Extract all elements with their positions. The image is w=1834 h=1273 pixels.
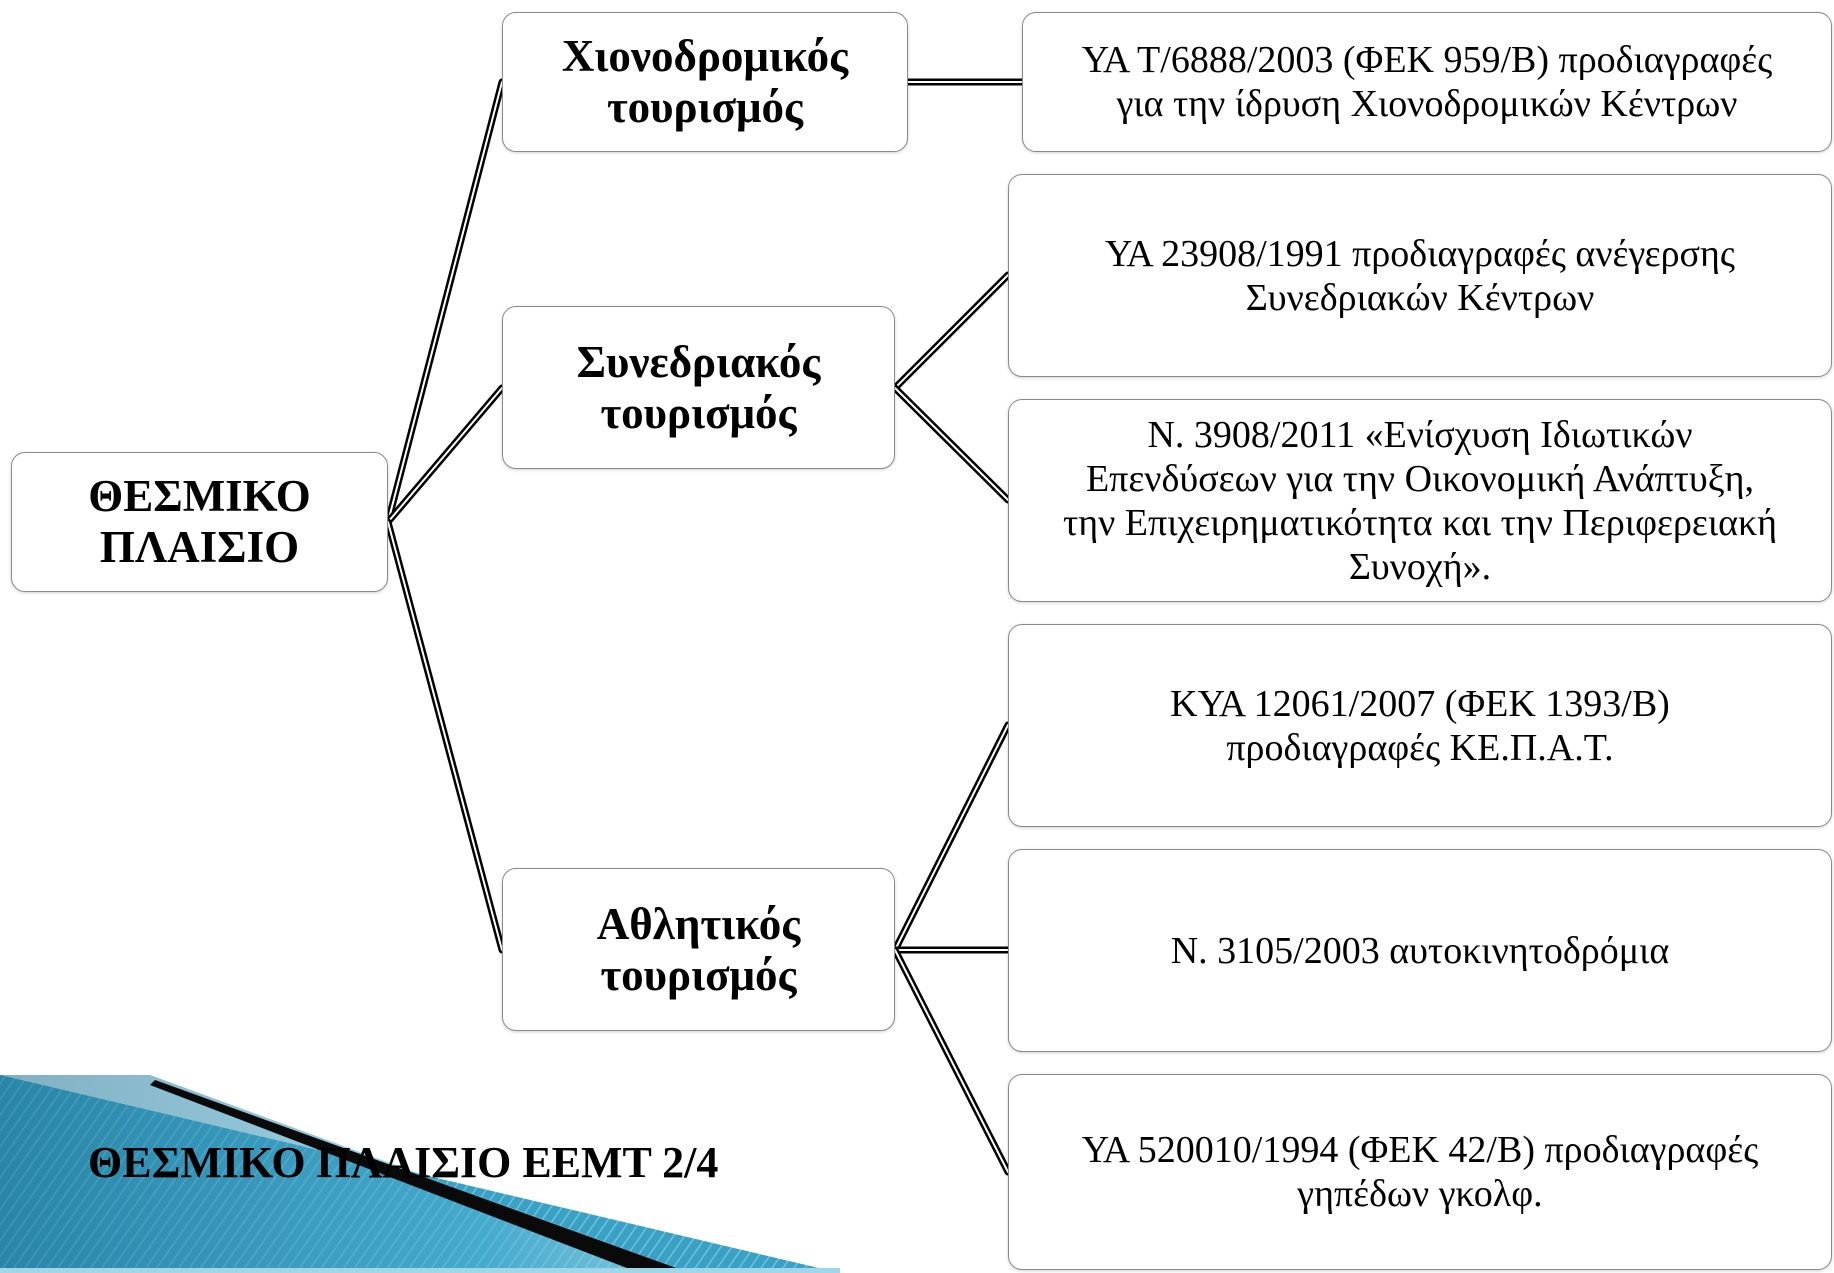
- law-conference-1-line-2: Συνεδριακών Κέντρων: [1245, 276, 1595, 319]
- branch-conference-line-2: τουρισμός: [600, 387, 797, 438]
- branch-ski-line-1: Χιονοδρομικός: [561, 31, 849, 81]
- law-conference-2-line-3: την Επιχειρηματικότητα και την Περιφερει…: [1062, 501, 1778, 544]
- law-sports-3-line-1: ΥΑ 520010/1994 (ΦΕΚ 42/Β) προδιαγραφές: [1081, 1129, 1759, 1171]
- branch-ski-line-2: τουρισμός: [606, 82, 804, 132]
- law-ski-1-line-2: για την ίδρυση Χιονοδρομικών Κέντρων: [1116, 83, 1738, 125]
- slide-footer-title: ΘΕΣΜΙΚΟ ΠΛΑΙΣΙΟ ΕΕΜΤ 2/4: [88, 1138, 719, 1187]
- branch-node-ski: Χιονοδρομικός τουρισμός: [502, 12, 908, 152]
- law-sports-2-line-1: Ν. 3105/2003 αυτοκινητοδρόμια: [1170, 929, 1670, 972]
- law-conference-2-line-4: Συνοχή».: [1348, 545, 1492, 588]
- law-conference-2-line-1: Ν. 3908/2011 «Ενίσχυση Ιδιωτικών: [1147, 413, 1693, 456]
- connector-line: [891, 946, 1012, 1176]
- root-line-1: ΘΕΣΜΙΚΟ: [88, 471, 311, 521]
- law-node-ski-1: ΥΑ Τ/6888/2003 (ΦΕΚ 959/Β) προδιαγραφές …: [1022, 12, 1832, 152]
- connector-line: [891, 271, 1012, 392]
- law-sports-1-line-2: προδιαγραφές ΚΕ.Π.Α.Τ.: [1226, 726, 1614, 769]
- law-node-sports-1: ΚΥΑ 12061/2007 (ΦΕΚ 1393/Β) προδιαγραφές…: [1008, 624, 1832, 827]
- root-node: ΘΕΣΜΙΚΟ ΠΛΑΙΣΙΟ: [11, 452, 388, 592]
- law-node-sports-2: Ν. 3105/2003 αυτοκινητοδρόμια: [1008, 849, 1832, 1052]
- law-node-sports-3: ΥΑ 520010/1994 (ΦΕΚ 42/Β) προδιαγραφές γ…: [1008, 1074, 1832, 1270]
- connector-line: [891, 721, 1012, 954]
- branch-sports-line-1: Αθλητικός: [596, 898, 801, 949]
- branch-conference-line-1: Συνεδριακός: [576, 336, 821, 387]
- law-node-conference-1: ΥΑ 23908/1991 προδιαγραφές ανέγερσης Συν…: [1008, 174, 1832, 377]
- connector-line: [384, 518, 506, 954]
- law-sports-1-line-1: ΚΥΑ 12061/2007 (ΦΕΚ 1393/Β): [1170, 682, 1670, 725]
- connector-line: [384, 78, 506, 526]
- connector-line: [384, 384, 506, 526]
- law-conference-1-line-1: ΥΑ 23908/1991 προδιαγραφές ανέγερσης: [1105, 232, 1735, 275]
- connector-line: [891, 384, 1012, 504]
- law-ski-1-line-1: ΥΑ Τ/6888/2003 (ΦΕΚ 959/Β) προδιαγραφές: [1081, 39, 1773, 81]
- branch-sports-line-2: τουρισμός: [600, 949, 797, 1000]
- branch-node-sports: Αθλητικός τουρισμός: [502, 868, 895, 1031]
- law-node-conference-2: Ν. 3908/2011 «Ενίσχυση Ιδιωτικών Επενδύσ…: [1008, 399, 1832, 602]
- root-line-2: ΠΛΑΙΣΙΟ: [99, 522, 300, 572]
- law-conference-2-line-2: Επενδύσεων για την Οικονομική Ανάπτυξη,: [1085, 457, 1755, 500]
- branch-node-conference: Συνεδριακός τουρισμός: [502, 306, 895, 469]
- law-sports-3-line-2: γηπέδων γκολφ.: [1297, 1173, 1543, 1215]
